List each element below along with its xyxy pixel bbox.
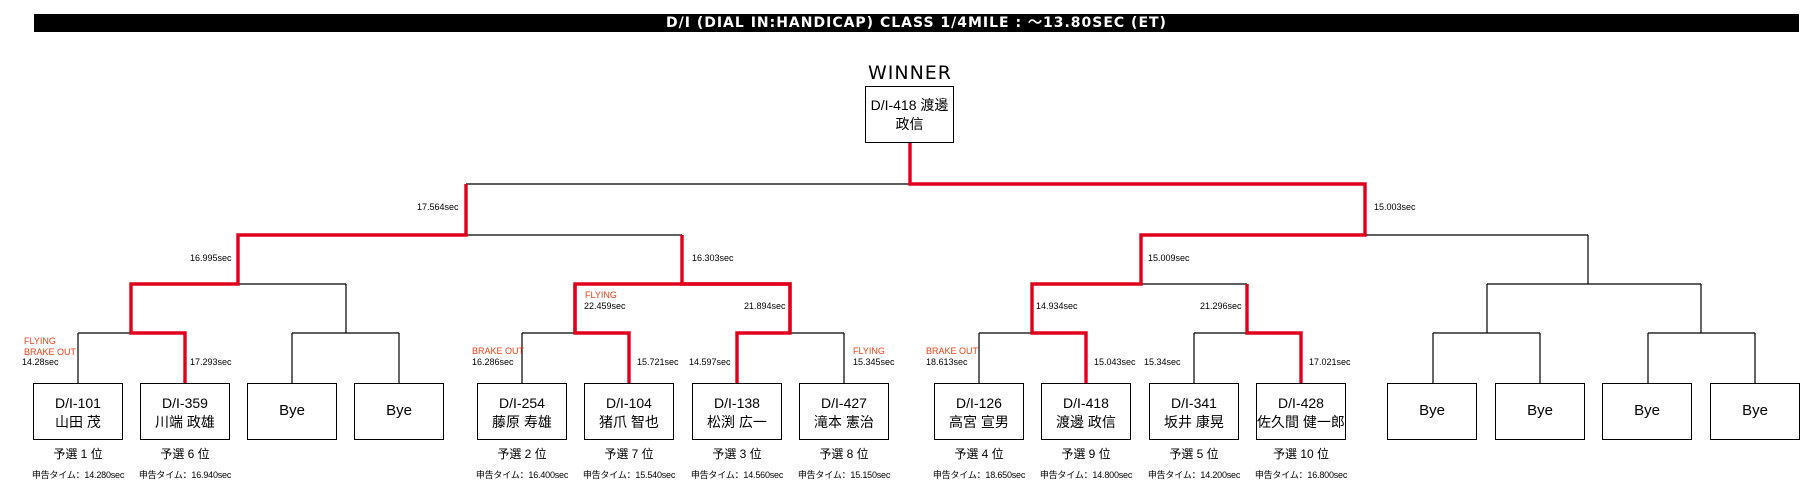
declared-time: 申告タイム：15.150sec	[797, 470, 891, 480]
entry-box: D/I-138 松渕 広一	[692, 383, 782, 440]
qualifying-rank: 予選 1 位	[53, 447, 103, 461]
winner-id: D/I-418	[870, 97, 917, 113]
entry-id: D/I-341	[1171, 395, 1217, 411]
entry-name: 藤原 寿雄	[492, 414, 552, 430]
brake-out-note: BRAKE OUT	[24, 347, 77, 357]
qualifying-rank: 予選 7 位	[604, 447, 654, 461]
bye-box: Bye	[1602, 383, 1692, 440]
run-time: 16.303sec	[692, 253, 734, 263]
entry-id: D/I-418	[1063, 395, 1109, 411]
run-time: 14.597sec	[689, 357, 731, 367]
run-time: 22.459sec	[584, 301, 626, 311]
entry-box: D/I-104 猪爪 智也	[584, 383, 674, 440]
run-time: 21.894sec	[744, 301, 786, 311]
run-time: 16.995sec	[190, 253, 232, 263]
run-time: 15.34sec	[1144, 357, 1181, 367]
entry-name: 猪爪 智也	[599, 414, 659, 430]
declared-time: 申告タイム：15.540sec	[582, 470, 676, 480]
winner-box: D/I-418 渡邊 政信	[865, 86, 954, 143]
entry-name: 滝本 憲治	[814, 414, 874, 430]
entry-name: 渡邊 政信	[1056, 414, 1116, 430]
entry-name: 山田 茂	[55, 414, 101, 430]
run-time: 15.003sec	[1374, 202, 1416, 212]
entry-id: D/I-101	[55, 395, 101, 411]
qualifying-rank: 予選 8 位	[819, 447, 869, 461]
page-title: D/I (DIAL IN:HANDICAP) CLASS 1/4MILE : ～…	[34, 14, 1799, 32]
entry-id: D/I-428	[1278, 395, 1324, 411]
winner-name: 渡邊 政信	[895, 97, 949, 132]
entry-box: D/I-427 滝本 憲治	[799, 383, 889, 440]
declared-time: 申告タイム：14.800sec	[1039, 470, 1133, 480]
run-time: 21.296sec	[1200, 301, 1242, 311]
entry-id: D/I-359	[162, 395, 208, 411]
entry-name: 佐久間 健一郎	[1257, 414, 1345, 430]
declared-time: 申告タイム：14.560sec	[690, 470, 784, 480]
run-time: 14.934sec	[1036, 301, 1078, 311]
bye-box: Bye	[354, 383, 444, 440]
bye-box: Bye	[1495, 383, 1585, 440]
run-time: 15.043sec	[1094, 357, 1136, 367]
qualifying-rank: 予選 9 位	[1061, 447, 1111, 461]
entry-box: D/I-359 川端 政雄	[140, 383, 230, 440]
entry-box: D/I-418 渡邊 政信	[1041, 383, 1131, 440]
run-time: 17.293sec	[190, 357, 232, 367]
bye-box: Bye	[247, 383, 337, 440]
bye-box: Bye	[1710, 383, 1800, 440]
qualifying-rank: 予選 4 位	[954, 447, 1004, 461]
entry-box: D/I-126 高宮 宣男	[934, 383, 1024, 440]
entry-id: D/I-254	[499, 395, 545, 411]
declared-time: 申告タイム：16.400sec	[475, 470, 569, 480]
run-time: 17.021sec	[1309, 357, 1351, 367]
entry-name: 松渕 広一	[707, 414, 767, 430]
run-time: 15.721sec	[637, 357, 679, 367]
declared-time: 申告タイム：18.650sec	[932, 470, 1026, 480]
run-time: 18.613sec	[926, 357, 968, 367]
qualifying-rank: 予選 10 位	[1272, 447, 1330, 461]
qualifying-rank: 予選 5 位	[1169, 447, 1219, 461]
qualifying-rank: 予選 6 位	[160, 447, 210, 461]
declared-time: 申告タイム：14.280sec	[31, 470, 125, 480]
run-time: 15.009sec	[1148, 253, 1190, 263]
entry-box: D/I-428 佐久間 健一郎	[1256, 383, 1346, 440]
brake-out-note: BRAKE OUT	[926, 346, 979, 356]
entry-name: 川端 政雄	[155, 414, 215, 430]
entry-box: D/I-341 坂井 康晃	[1149, 383, 1239, 440]
declared-time: 申告タイム：16.940sec	[138, 470, 232, 480]
bye-box: Bye	[1387, 383, 1477, 440]
flying-note: FLYING	[853, 346, 885, 356]
entry-name: 坂井 康晃	[1164, 414, 1224, 430]
flying-note: FLYING	[24, 336, 56, 346]
qualifying-rank: 予選 3 位	[712, 447, 762, 461]
brake-out-note: BRAKE OUT	[472, 346, 525, 356]
declared-time: 申告タイム：14.200sec	[1147, 470, 1241, 480]
entry-box: D/I-254 藤原 寿雄	[477, 383, 567, 440]
qualifying-rank: 予選 2 位	[497, 447, 547, 461]
entry-id: D/I-126	[956, 395, 1002, 411]
run-time: 17.564sec	[417, 202, 459, 212]
run-time: 14.28sec	[22, 357, 59, 367]
run-note: FLYING BRAKE OUT	[24, 336, 76, 358]
entry-id: D/I-427	[821, 395, 867, 411]
entry-box: D/I-101 山田 茂	[33, 383, 123, 440]
declared-time: 申告タイム：16.800sec	[1254, 470, 1348, 480]
entry-name: 高宮 宣男	[949, 414, 1009, 430]
entry-id: D/I-104	[606, 395, 652, 411]
entry-id: D/I-138	[714, 395, 760, 411]
winner-label: WINNER	[867, 62, 953, 84]
run-time: 16.286sec	[472, 357, 514, 367]
flying-note: FLYING	[585, 290, 617, 300]
run-time: 15.345sec	[853, 357, 895, 367]
